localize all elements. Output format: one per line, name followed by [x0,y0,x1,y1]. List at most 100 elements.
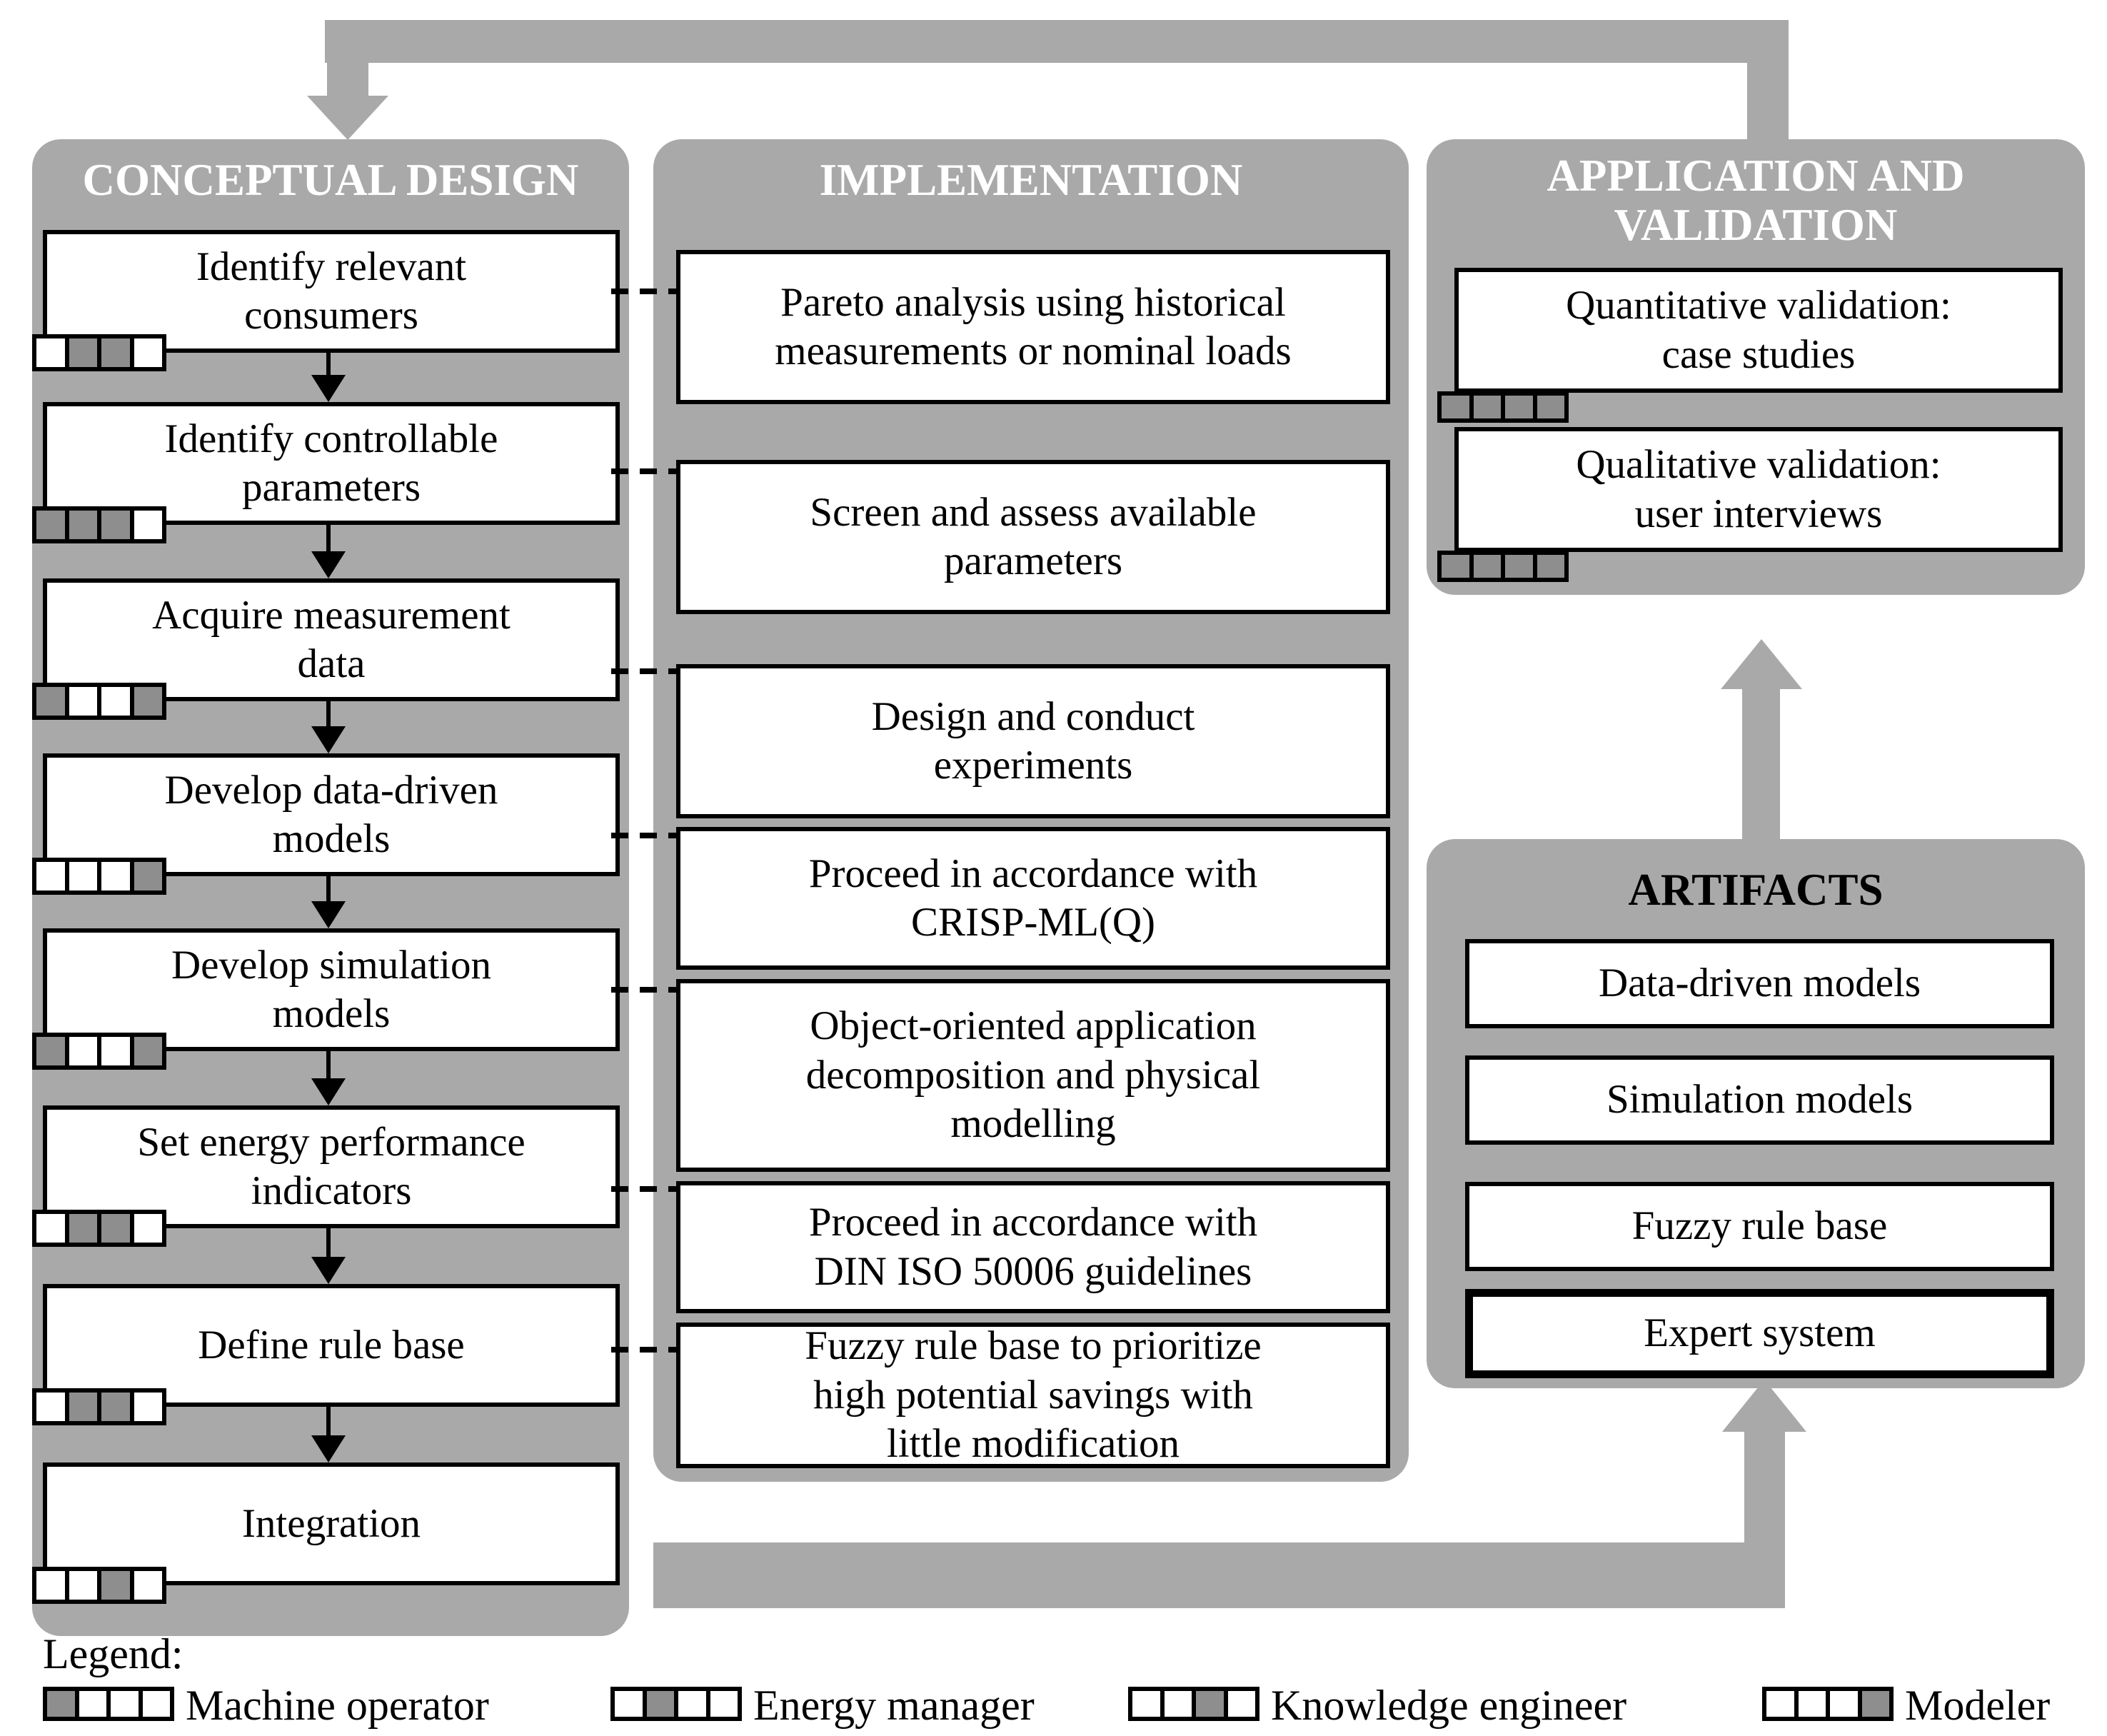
box-text-line: models [272,991,391,1036]
box-text-line: Pareto analysis using historical [780,279,1286,325]
step-flow-arrow-head-icon [311,901,346,928]
role-cell-modeler [705,1687,742,1721]
box-text-line: decomposition and physical [805,1052,1261,1098]
box-text-line: user interviews [1634,491,1883,536]
box-text-line: Fuzzy rule base to prioritize [805,1323,1262,1369]
artifact-box-fuzzy-rule-base: Fuzzy rule base [1465,1182,2054,1271]
legend-entry-energy-manager: Energy manager [753,1682,1035,1729]
box-text-line: Develop simulation [171,942,491,988]
box-text-line: DIN ISO 50006 guidelines [814,1248,1252,1294]
role-indicator [1762,1687,1894,1721]
role-cell-modeler [1857,1687,1894,1721]
role-indicator [43,1687,174,1721]
role-cell-machine-operator [1128,1687,1165,1721]
role-cell-energy-manager [64,858,101,895]
step-flow-arrow-head-icon [311,375,346,402]
step-box-define-rule-base: Define rule base [43,1284,620,1407]
box-text-line: case studies [1661,331,1856,377]
dashed-connector [611,668,680,674]
step-flow-arrow-shaft [326,525,331,551]
role-cell-modeler [129,334,166,371]
role-cell-machine-operator [32,1033,69,1070]
arrow-integration-to-artifacts-head-icon [1722,1380,1806,1432]
role-cell-knowledge-engineer [674,1687,710,1721]
role-cell-modeler [129,506,166,543]
role-indicator [32,334,166,371]
role-cell-machine-operator [32,506,69,543]
legend-title: Legend: [43,1630,183,1677]
step-flow-arrow-head-icon [311,1257,346,1284]
box-text-line: Qualitative validation: [1576,442,1941,488]
box-text-line: parameters [241,465,421,510]
step-flow-arrow-head-icon [311,551,346,578]
role-cell-energy-manager [74,1687,111,1721]
role-cell-machine-operator [610,1687,647,1721]
box-text-line: high potential savings with [813,1372,1253,1418]
role-cell-energy-manager [64,1210,101,1247]
feedback-arrow-right-riser [1747,63,1789,139]
role-cell-knowledge-engineer [1826,1687,1862,1721]
role-cell-knowledge-engineer [97,1033,134,1070]
role-cell-machine-operator [1437,391,1474,423]
box-text-line: experiments [933,743,1133,788]
box-text-line: Set energy performance [137,1119,526,1165]
role-cell-modeler [129,683,166,720]
arrow-artifacts-to-validation-shaft [1742,688,1780,843]
role-cell-machine-operator [32,1388,69,1425]
role-cell-modeler [1532,391,1569,423]
box-text-line: data [297,641,366,686]
role-cell-energy-manager [64,683,101,720]
dashed-connector [611,468,680,474]
arrow-artifacts-to-validation-head-icon [1721,639,1802,689]
dashed-connector [611,987,680,993]
role-cell-energy-manager [642,1687,678,1721]
box-text-line: Object-oriented application [810,1003,1257,1049]
role-cell-knowledge-engineer [1192,1687,1228,1721]
box-text-line: indicators [251,1168,412,1213]
box-text-line: consumers [244,293,418,338]
legend-entry-machine-operator: Machine operator [186,1682,489,1729]
step-flow-arrow-shaft [326,1407,331,1435]
role-cell-energy-manager [1160,1687,1196,1721]
role-cell-energy-manager [64,506,101,543]
box-text-line: Fuzzy rule base [1631,1203,1888,1249]
box-text-line: little modification [887,1421,1180,1467]
box-text-line: Define rule base [198,1322,465,1368]
role-cell-machine-operator [32,1567,69,1604]
step-flow-arrow-shaft [326,701,331,726]
box-text-line: CRISP-ML(Q) [910,900,1156,945]
step-flow-arrow-head-icon [311,1435,346,1462]
role-cell-machine-operator [32,1210,69,1247]
role-cell-knowledge-engineer [97,1210,134,1247]
role-indicator [32,1388,166,1425]
box-text-line: Quantitative validation: [1566,283,1951,328]
dashed-connector [611,1186,680,1192]
arrow-integration-to-artifacts-shaft [1744,1430,1785,1545]
step-flow-arrow-head-icon [311,1078,346,1105]
role-cell-machine-operator [32,334,69,371]
box-text-line: measurements or nominal loads [775,328,1292,373]
box-text-line: Data-driven models [1598,960,1921,1006]
validation-box-qualitative-validation-: Qualitative validation:user interviews [1454,427,2063,552]
role-indicator [1128,1687,1259,1721]
role-indicator [32,506,166,543]
box-text-line: Expert system [1644,1310,1876,1356]
role-cell-machine-operator [43,1687,79,1721]
feedback-arrow-left-shaft [327,63,368,96]
role-cell-knowledge-engineer [97,1388,134,1425]
role-indicator [32,1567,166,1604]
step-flow-arrow-head-icon [311,726,346,753]
dashed-connector [611,289,680,294]
role-cell-energy-manager [64,1388,101,1425]
box-text-line: Screen and assess available [810,489,1257,535]
box-text-line: Proceed in accordance with [808,1200,1258,1245]
